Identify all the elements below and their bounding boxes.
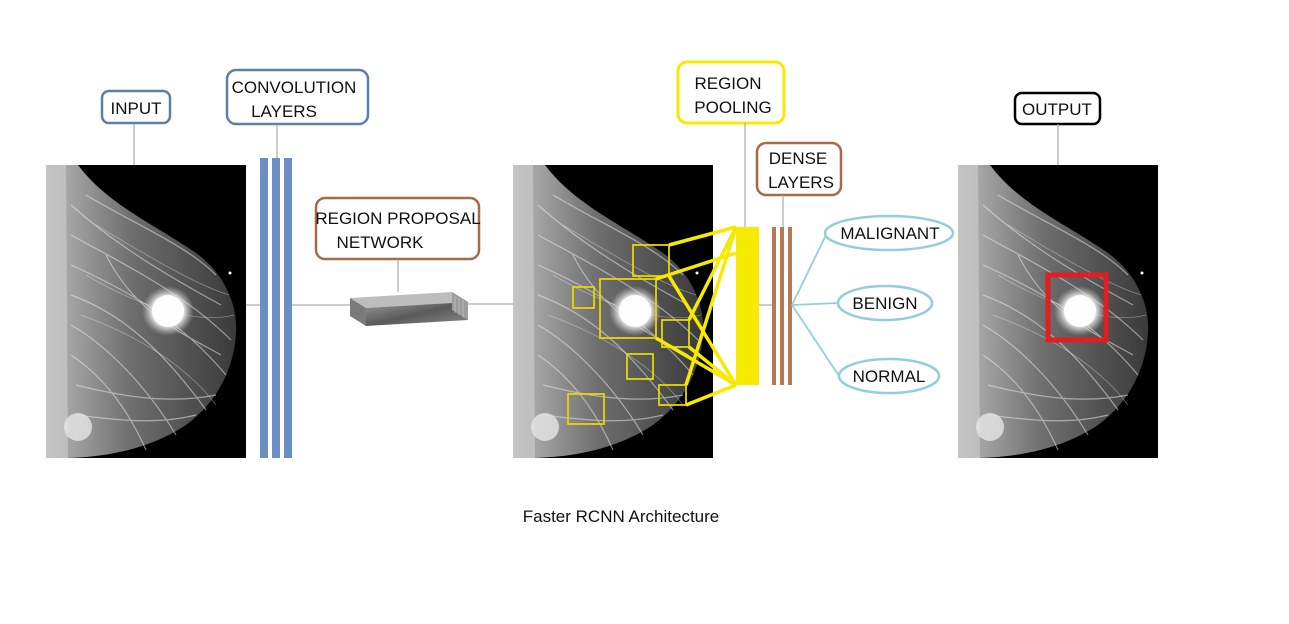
conv-label-line2: LAYERS [251,102,317,121]
class-fan-lines [792,233,839,376]
class-label-normal: NORMAL [853,367,926,386]
conv-label-line1: CONVOLUTION [232,78,357,97]
conv-layer-bar-2 [272,158,280,458]
dense-layer-bar-2 [780,227,784,385]
pool-label-line2: POOLING [694,98,771,117]
output-mammogram-image [958,165,1158,458]
input-label: INPUT [111,99,162,118]
rpn-label-line1: REGION PROPOSAL [315,209,480,228]
class-label-malignant: MALIGNANT [840,224,939,243]
diagram-caption: Faster RCNN Architecture [523,507,720,526]
conv-layer-bar-3 [284,158,292,458]
rpn-label-line2: NETWORK [337,233,425,252]
class-label-benign: BENIGN [852,294,917,313]
dense-label-line2: LAYERS [768,173,834,192]
region-pooling-block [736,227,759,385]
pool-label-line1: REGION [694,74,761,93]
input-mammogram-image [46,165,246,458]
dense-layer-bar-3 [788,227,792,385]
conv-layer-bar-1 [260,158,268,458]
rpn-feature-slab [350,292,468,326]
dense-layer-bar-1 [772,227,776,385]
proposal-mammogram-image [513,165,713,458]
dense-label-line1: DENSE [769,149,828,168]
output-label: OUTPUT [1022,100,1092,119]
